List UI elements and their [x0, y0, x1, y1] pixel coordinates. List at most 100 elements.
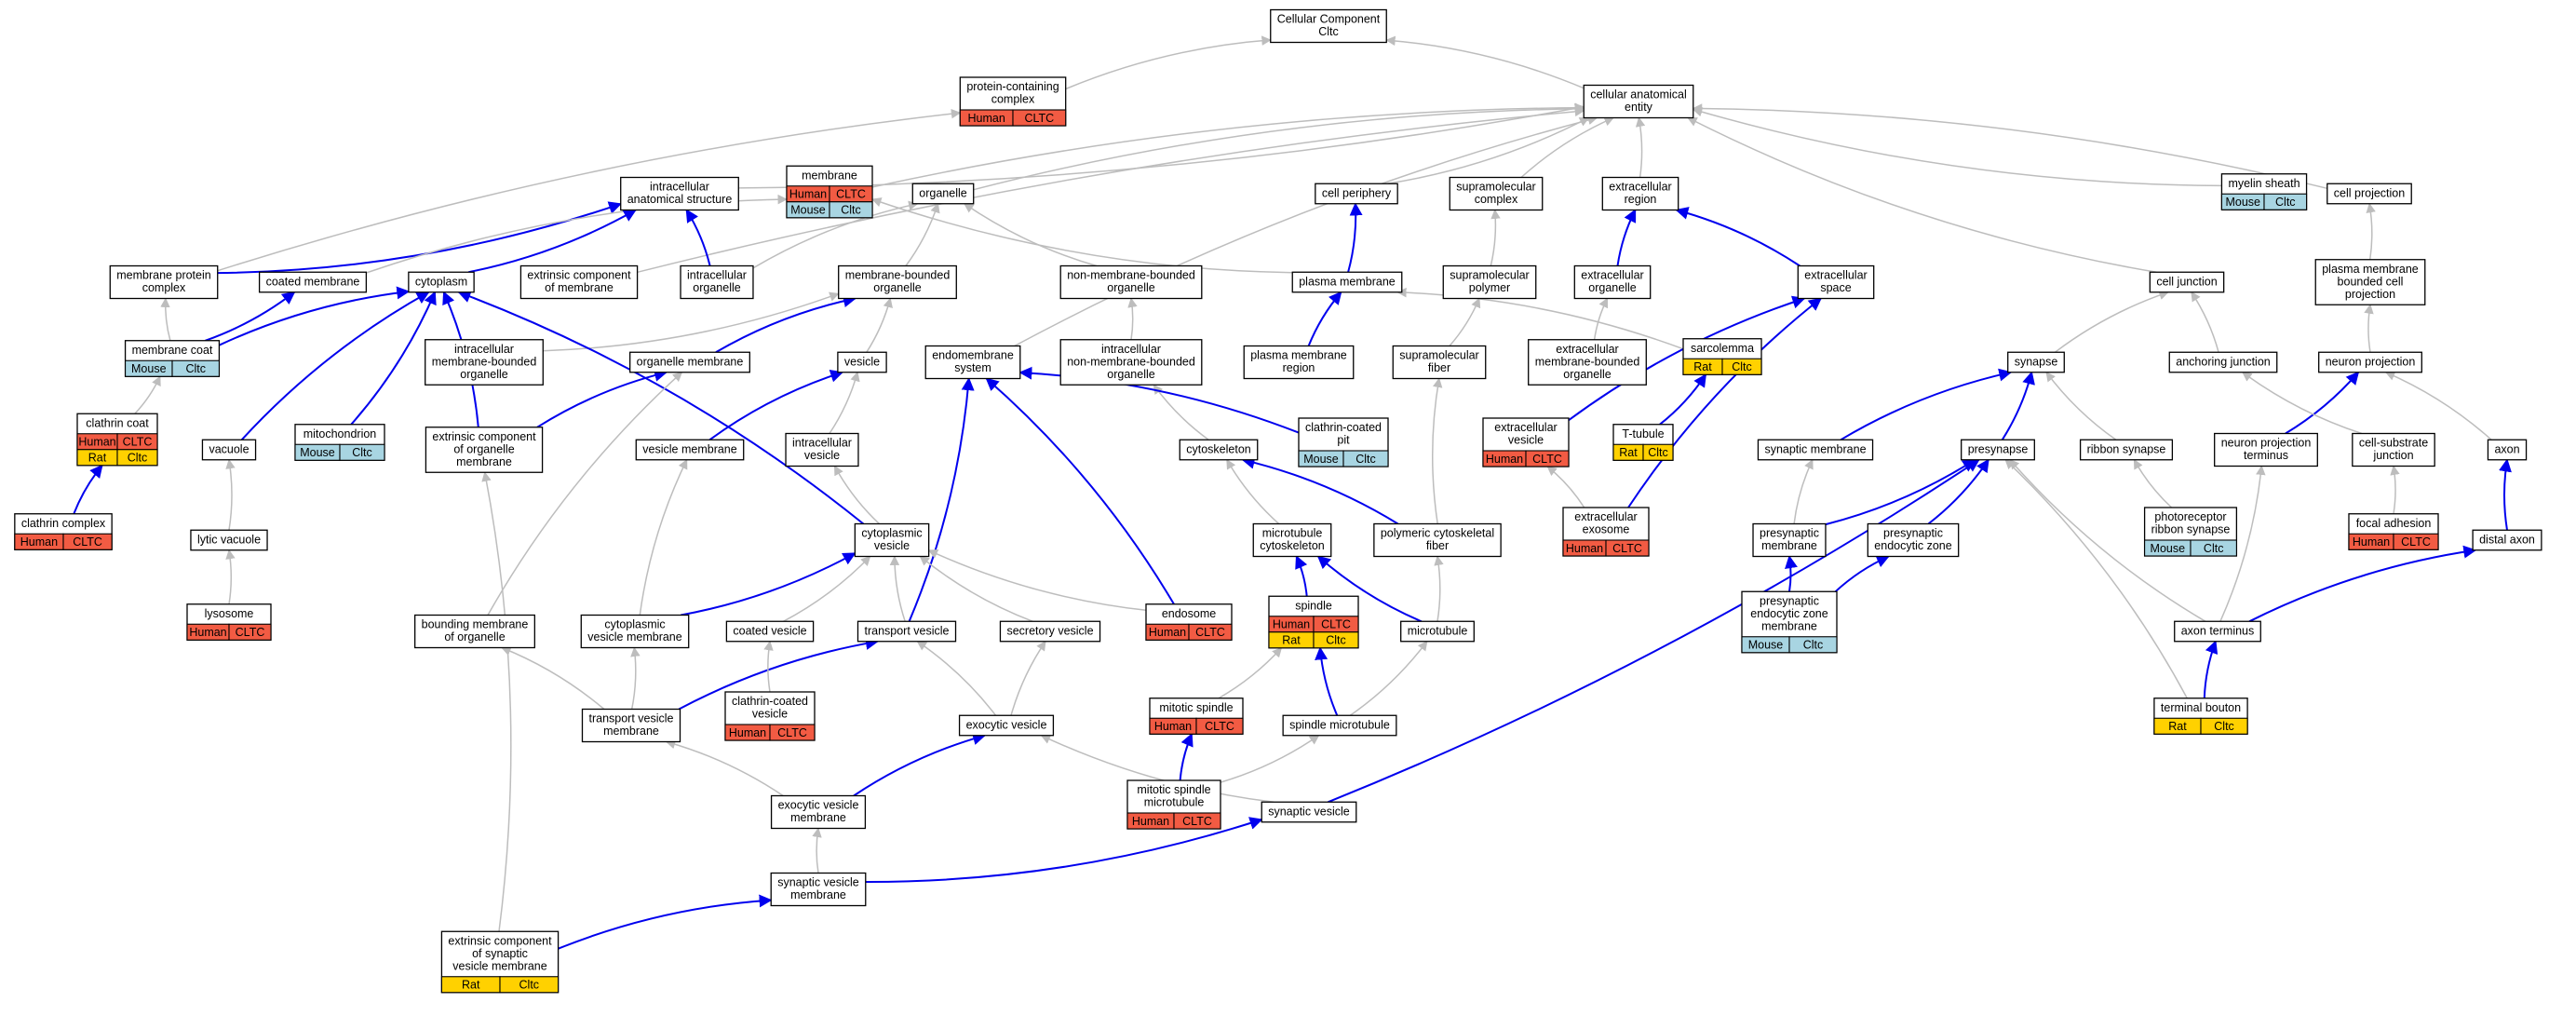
- node-cytoplasm[interactable]: cytoplasm: [408, 271, 475, 293]
- node-microtubule[interactable]: microtubule: [1400, 620, 1475, 643]
- node-vacuole[interactable]: vacuole: [201, 439, 257, 461]
- node-axon[interactable]: axon: [2487, 439, 2528, 461]
- node-orgmem[interactable]: organelle membrane: [629, 351, 750, 373]
- edge-spindlemt-to-spindle: [1315, 646, 1339, 716]
- node-presynapse[interactable]: presynapse: [1961, 439, 2035, 461]
- node-box: [581, 708, 681, 743]
- node-celljunc[interactable]: cell junction: [2149, 271, 2225, 293]
- node-vesicle[interactable]: vesicle: [837, 351, 887, 373]
- organism-label: Human: [20, 535, 58, 549]
- node-axonterm[interactable]: axon terminus: [2174, 620, 2261, 643]
- node-label: presynaptic: [1883, 527, 1943, 540]
- edge-organelle-to-cae: [973, 103, 1585, 191]
- node-vesmem[interactable]: vesicle membrane: [635, 439, 745, 461]
- node-cellperiph[interactable]: cell periphery: [1315, 183, 1398, 205]
- node-synapse[interactable]: synapse: [2007, 351, 2065, 373]
- node-spindlemt[interactable]: spindle microtubule: [1282, 714, 1397, 737]
- node-neuronproj[interactable]: neuron projection: [2318, 351, 2422, 373]
- node-synmem[interactable]: synaptic membrane: [1757, 439, 1874, 461]
- node-label: anchoring junction: [2176, 355, 2271, 368]
- node-exoves[interactable]: exocytic vesicle: [958, 714, 1055, 737]
- node-secves[interactable]: secretory vesicle: [999, 620, 1101, 643]
- node-cellproj[interactable]: cell projection: [2326, 183, 2412, 205]
- node-distalaxon[interactable]: distal axon: [2472, 529, 2542, 551]
- node-synves[interactable]: synaptic vesicle: [1261, 801, 1357, 823]
- node-anchjunc[interactable]: anchoring junction: [2168, 351, 2278, 373]
- node-box: [629, 351, 750, 373]
- node-box: [1573, 264, 1652, 300]
- node-box: [1961, 439, 2035, 461]
- node-ribbon[interactable]: ribbon synapse: [2079, 439, 2174, 461]
- node-lyticvac[interactable]: lytic vacuole: [190, 529, 268, 551]
- organism-label: Human: [729, 726, 766, 739]
- gene-label: CLTC: [836, 188, 866, 201]
- node-coatedves[interactable]: coated vesicle: [725, 620, 815, 643]
- edge-synves-to-presynapse: [1328, 458, 1980, 804]
- node-coatedmem[interactable]: coated membrane: [258, 271, 368, 293]
- edge-polycyto-to-suprafiber: [1431, 377, 1443, 524]
- node-plasmamem[interactable]: plasma membrane: [1291, 271, 1403, 293]
- node-cytoskel[interactable]: cytoskeleton: [1179, 439, 1259, 461]
- gene-cell: [1012, 109, 1067, 127]
- node-organelle[interactable]: organelle: [911, 183, 975, 205]
- node-transves[interactable]: transport vesicle: [856, 620, 957, 643]
- node-inmbo[interactable]: intracellularnon-membrane-boundedorganel…: [1059, 339, 1203, 386]
